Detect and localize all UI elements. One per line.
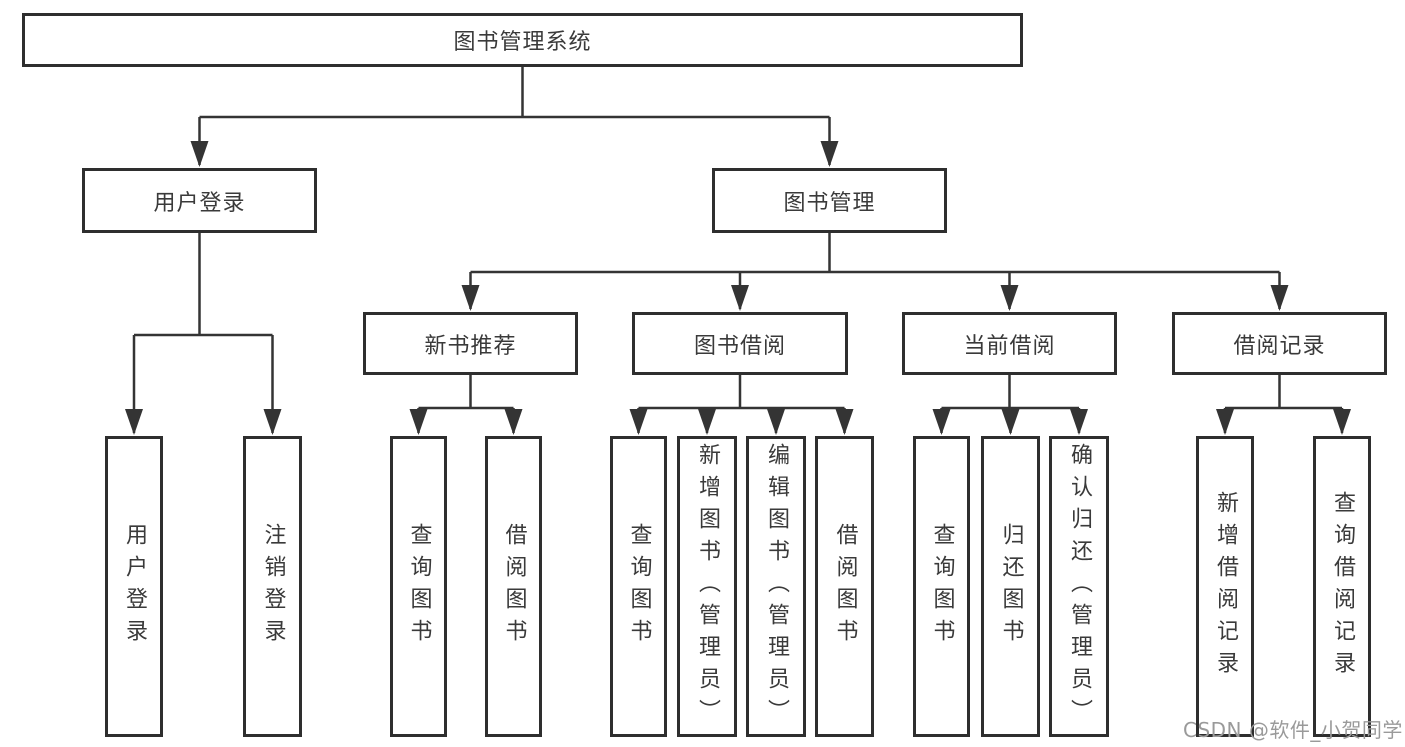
leaf-logout: 注销登录 [243, 436, 302, 737]
node-label: 确认归还（管理员） [1067, 442, 1092, 731]
node-root: 图书管理系统 [22, 13, 1023, 67]
node-book-borrow: 图书借阅 [632, 312, 848, 375]
node-label: 查询借阅记录 [1330, 490, 1355, 683]
leaf-borrow-query-books: 查询图书 [610, 436, 667, 737]
node-label: 借阅图书 [501, 522, 527, 651]
node-new-book-recommend: 新书推荐 [363, 312, 578, 375]
leaf-borrow-edit-books-admin: 编辑图书（管理员） [746, 436, 806, 737]
node-label: 查询图书 [406, 522, 432, 651]
node-current-borrow: 当前借阅 [902, 312, 1117, 375]
node-label: 查询图书 [626, 522, 652, 651]
node-label: 图书管理系统 [453, 30, 592, 55]
leaf-borrow-borrow-books: 借阅图书 [815, 436, 874, 737]
leaf-current-query-books: 查询图书 [913, 436, 970, 737]
node-label: 归还图书 [998, 522, 1024, 651]
node-label: 借阅图书 [832, 522, 858, 651]
node-label: 编辑图书（管理员） [764, 442, 789, 731]
node-user-login: 用户登录 [82, 168, 317, 233]
leaf-current-return-books: 归还图书 [981, 436, 1040, 737]
node-label: 图书管理 [783, 190, 876, 216]
node-label: 新书推荐 [424, 333, 517, 359]
node-label: 图书借阅 [693, 333, 786, 359]
watermark: CSDN @软件_小贺同学 [1183, 718, 1403, 742]
leaf-records-query-record: 查询借阅记录 [1313, 436, 1371, 737]
node-label: 用户登录 [122, 522, 147, 651]
node-label: 新增借阅记录 [1213, 490, 1238, 683]
node-label: 用户登录 [153, 190, 246, 216]
leaf-borrow-add-books-admin: 新增图书（管理员） [677, 436, 737, 737]
leaf-newbook-borrow-books: 借阅图书 [485, 436, 542, 737]
leaf-current-confirm-return-admin: 确认归还（管理员） [1049, 436, 1109, 737]
node-label: 注销登录 [260, 522, 286, 651]
leaf-user-login: 用户登录 [105, 436, 163, 737]
node-label: 借阅记录 [1233, 333, 1326, 359]
leaf-records-add-record: 新增借阅记录 [1196, 436, 1254, 737]
node-borrow-records: 借阅记录 [1172, 312, 1387, 375]
node-label: 当前借阅 [963, 333, 1056, 359]
node-book-management: 图书管理 [712, 168, 947, 233]
node-label: 查询图书 [929, 522, 955, 651]
leaf-newbook-query-books: 查询图书 [390, 436, 447, 737]
node-label: 新增图书（管理员） [695, 442, 720, 731]
